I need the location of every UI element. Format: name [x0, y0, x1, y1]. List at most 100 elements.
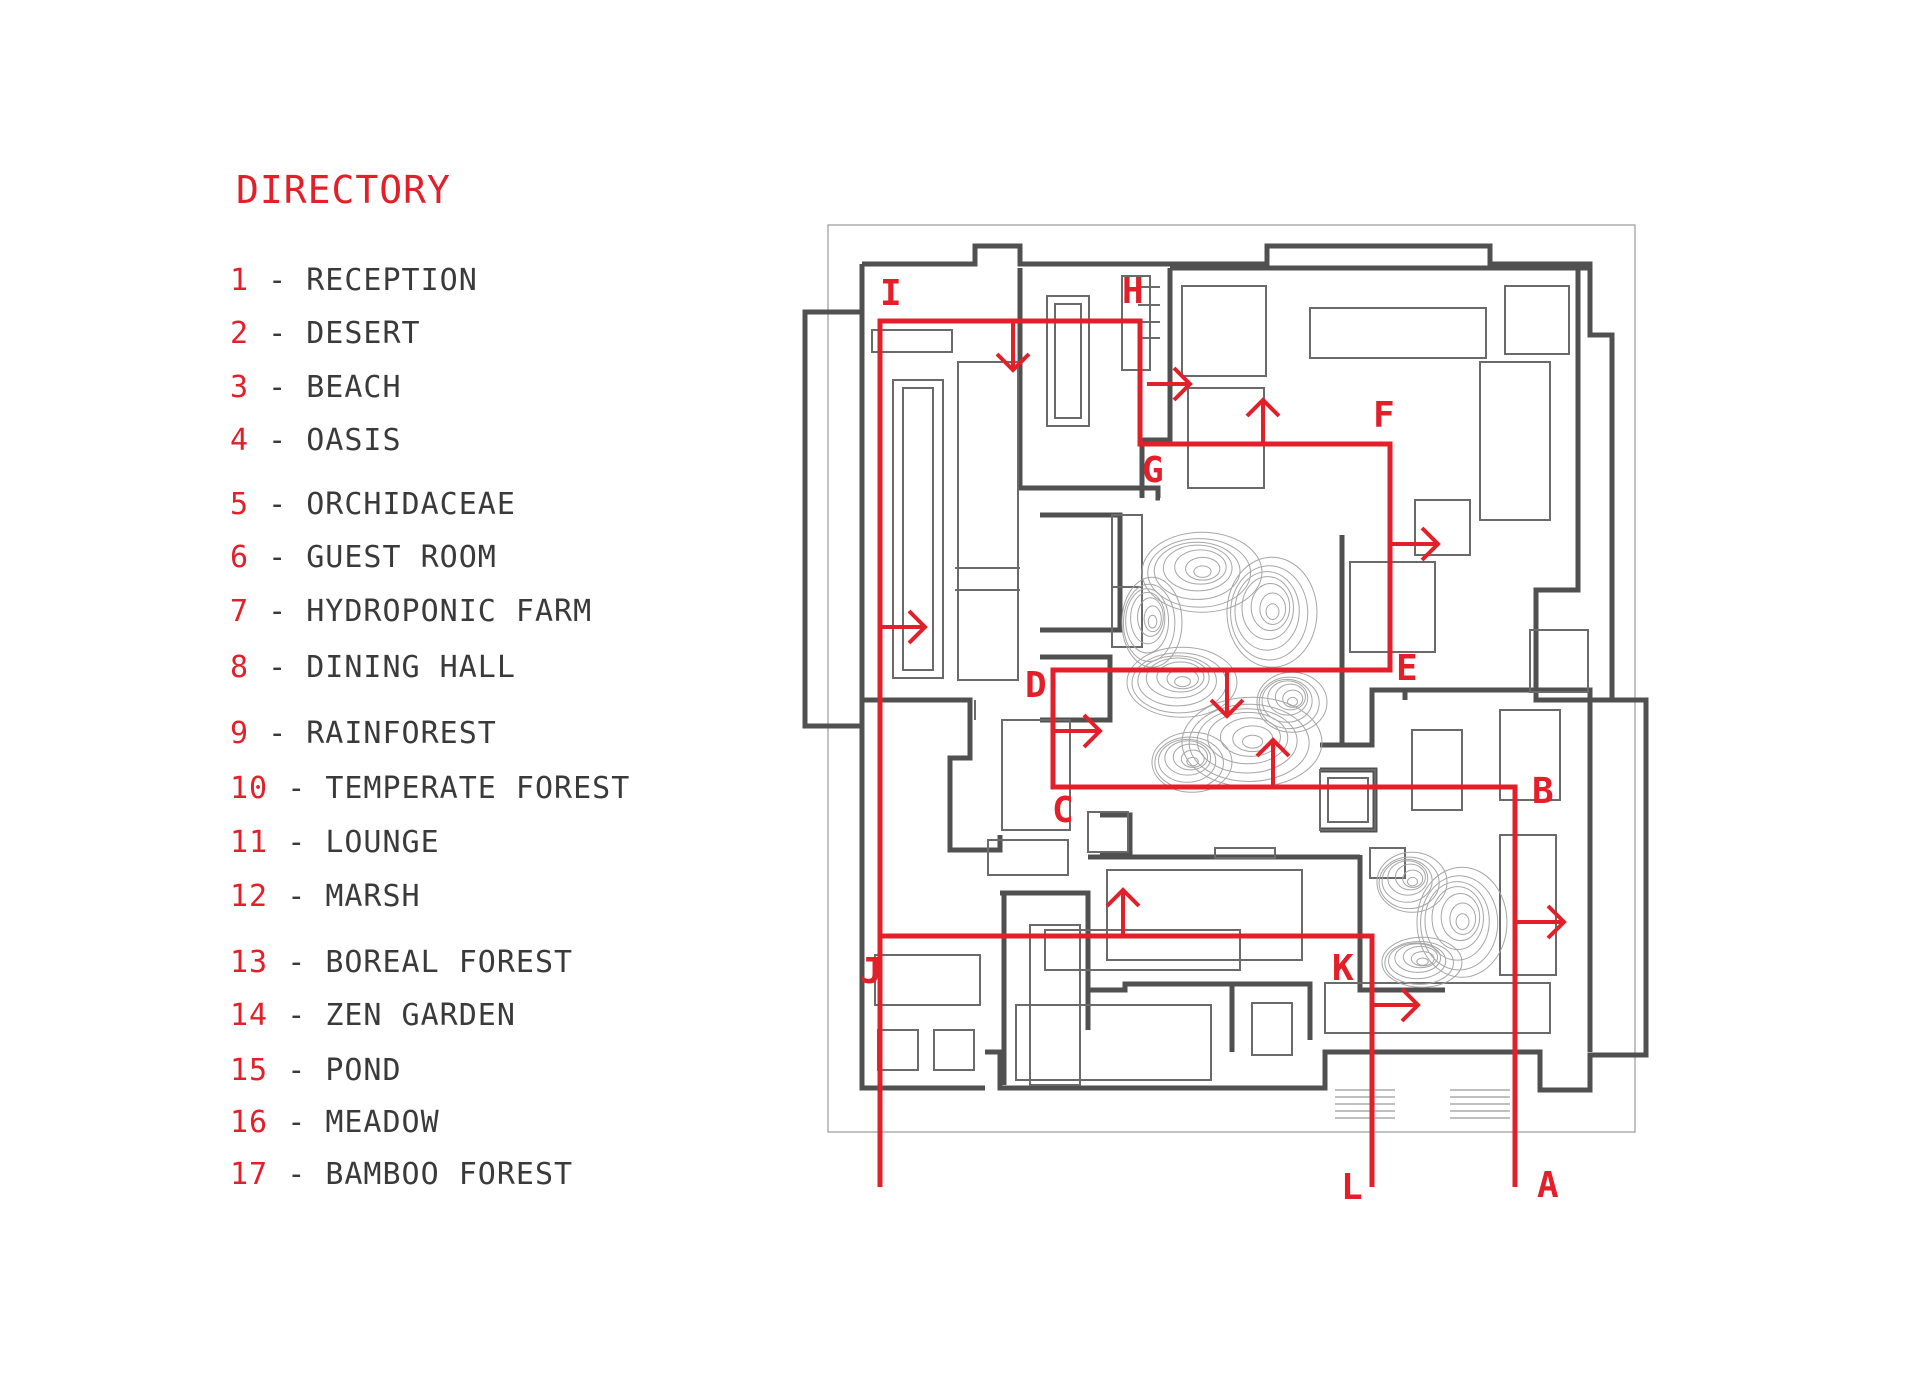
contour-line	[1145, 657, 1210, 699]
directory-item-name: ZEN GARDEN	[325, 998, 516, 1033]
directory-item-separator: -	[268, 370, 288, 405]
contour-line	[1416, 957, 1429, 966]
contour-line	[1241, 576, 1294, 640]
contour-line	[1420, 875, 1499, 971]
directory-item: 8 - DINING HALL	[230, 650, 516, 685]
contour-line	[1122, 583, 1176, 662]
directory-item-number: 5	[230, 487, 250, 522]
directory-item: 7 - HYDROPONIC FARM	[230, 594, 592, 629]
contour-line	[1153, 541, 1241, 600]
directory-item: 15 - POND	[230, 1053, 402, 1088]
label-k: K	[1332, 948, 1354, 989]
contour-line	[1407, 876, 1419, 887]
directory-item-number: 2	[230, 316, 250, 351]
contour-line	[1259, 592, 1287, 625]
directory-item: 13 - BOREAL FOREST	[230, 945, 573, 980]
site-boundary	[827, 224, 1636, 1133]
directory-item: 10 - TEMPERATE FOREST	[230, 771, 630, 806]
contour-line	[1258, 676, 1320, 730]
contour-line	[1151, 731, 1233, 793]
entry-stairs	[1335, 1089, 1510, 1119]
contour-line	[1376, 851, 1448, 913]
contour-line	[1174, 549, 1227, 585]
directory-item-name: BOREAL FOREST	[325, 945, 574, 980]
contour-line	[1188, 703, 1310, 782]
contour-line	[1147, 538, 1252, 608]
direction-arrows	[880, 323, 1567, 1023]
directory-item-number: 7	[230, 594, 250, 629]
directory-item-separator: -	[268, 423, 288, 458]
directory-title: DIRECTORY	[236, 168, 451, 212]
contour-line	[1274, 683, 1306, 711]
directory-item-separator: -	[268, 263, 288, 298]
directory-item-number: 16	[230, 1105, 269, 1140]
directory-item-name: LOUNGE	[325, 825, 440, 860]
contour-line	[1394, 943, 1442, 973]
contour-line	[1267, 680, 1309, 716]
directory-item-name: TEMPERATE FOREST	[325, 771, 631, 806]
contour-line	[1234, 571, 1300, 651]
contour-line	[1402, 869, 1424, 888]
contour-line	[1158, 738, 1217, 783]
directory-item-number: 8	[230, 650, 250, 685]
directory-item-name: HYDROPONIC FARM	[306, 594, 593, 629]
directory-item-number: 4	[230, 423, 250, 458]
contour-line	[1121, 576, 1183, 668]
contour-line	[1162, 544, 1233, 592]
directory-item-number: 10	[230, 771, 269, 806]
directory-item: 17 - BAMBOO FOREST	[230, 1157, 573, 1192]
directory-item-separator: -	[287, 771, 307, 806]
contour-line	[1242, 734, 1264, 749]
contour-line	[1440, 892, 1481, 942]
interior-walls	[871, 275, 1589, 1086]
directory-item: 3 - BEACH	[230, 370, 402, 405]
directory-item-name: MEADOW	[325, 1105, 440, 1140]
directory-item-separator: -	[268, 540, 288, 575]
label-a: A	[1537, 1165, 1559, 1206]
label-g: G	[1142, 450, 1164, 491]
contour-line	[1387, 860, 1429, 896]
directory-item-separator: -	[287, 1157, 307, 1192]
directory-item-separator: -	[287, 945, 307, 980]
contour-line	[1394, 863, 1426, 891]
directory-item-number: 17	[230, 1157, 269, 1192]
label-b: B	[1532, 771, 1554, 812]
contour-line	[1384, 940, 1454, 985]
directory-item-name: BAMBOO FOREST	[325, 1157, 574, 1192]
contour-line	[1378, 856, 1440, 910]
directory-item-name: GUEST ROOM	[306, 540, 497, 575]
contour-line	[1226, 556, 1318, 668]
directory-item-separator: -	[268, 650, 288, 685]
directory-item-separator: -	[268, 487, 288, 522]
directory-item-name: OASIS	[306, 423, 402, 458]
directory-item-number: 15	[230, 1053, 269, 1088]
directory-item-number: 9	[230, 716, 250, 751]
contour-line	[1126, 646, 1238, 718]
contour-line	[1156, 661, 1205, 693]
directory-item-name: BEACH	[306, 370, 402, 405]
directory-item: 12 - MARSH	[230, 879, 421, 914]
circulation-routes	[877, 318, 1518, 1187]
contour-line	[1174, 676, 1191, 688]
contour-line	[1424, 881, 1490, 961]
route-labels: A B C D E F G H I J K L	[860, 271, 1559, 1208]
contour-line	[1410, 951, 1435, 967]
label-j: J	[860, 951, 882, 992]
contour-line	[1431, 886, 1484, 950]
label-f: F	[1373, 395, 1395, 436]
directory-item-number: 12	[230, 879, 269, 914]
directory-item-name: POND	[325, 1053, 402, 1088]
contour-line	[1416, 866, 1508, 978]
contour-line	[1381, 858, 1433, 903]
directory-item-name: ORCHIDACEAE	[306, 487, 516, 522]
directory-item: 1 - RECEPTION	[230, 263, 478, 298]
contour-line	[1219, 717, 1281, 757]
contour-line	[1381, 936, 1463, 988]
label-d: D	[1025, 665, 1047, 706]
directory-item-name: RAINFOREST	[306, 716, 497, 751]
contour-line	[1137, 655, 1217, 707]
directory-item: 11 - LOUNGE	[230, 825, 440, 860]
label-c: C	[1052, 790, 1074, 831]
contour-line	[1130, 591, 1166, 645]
